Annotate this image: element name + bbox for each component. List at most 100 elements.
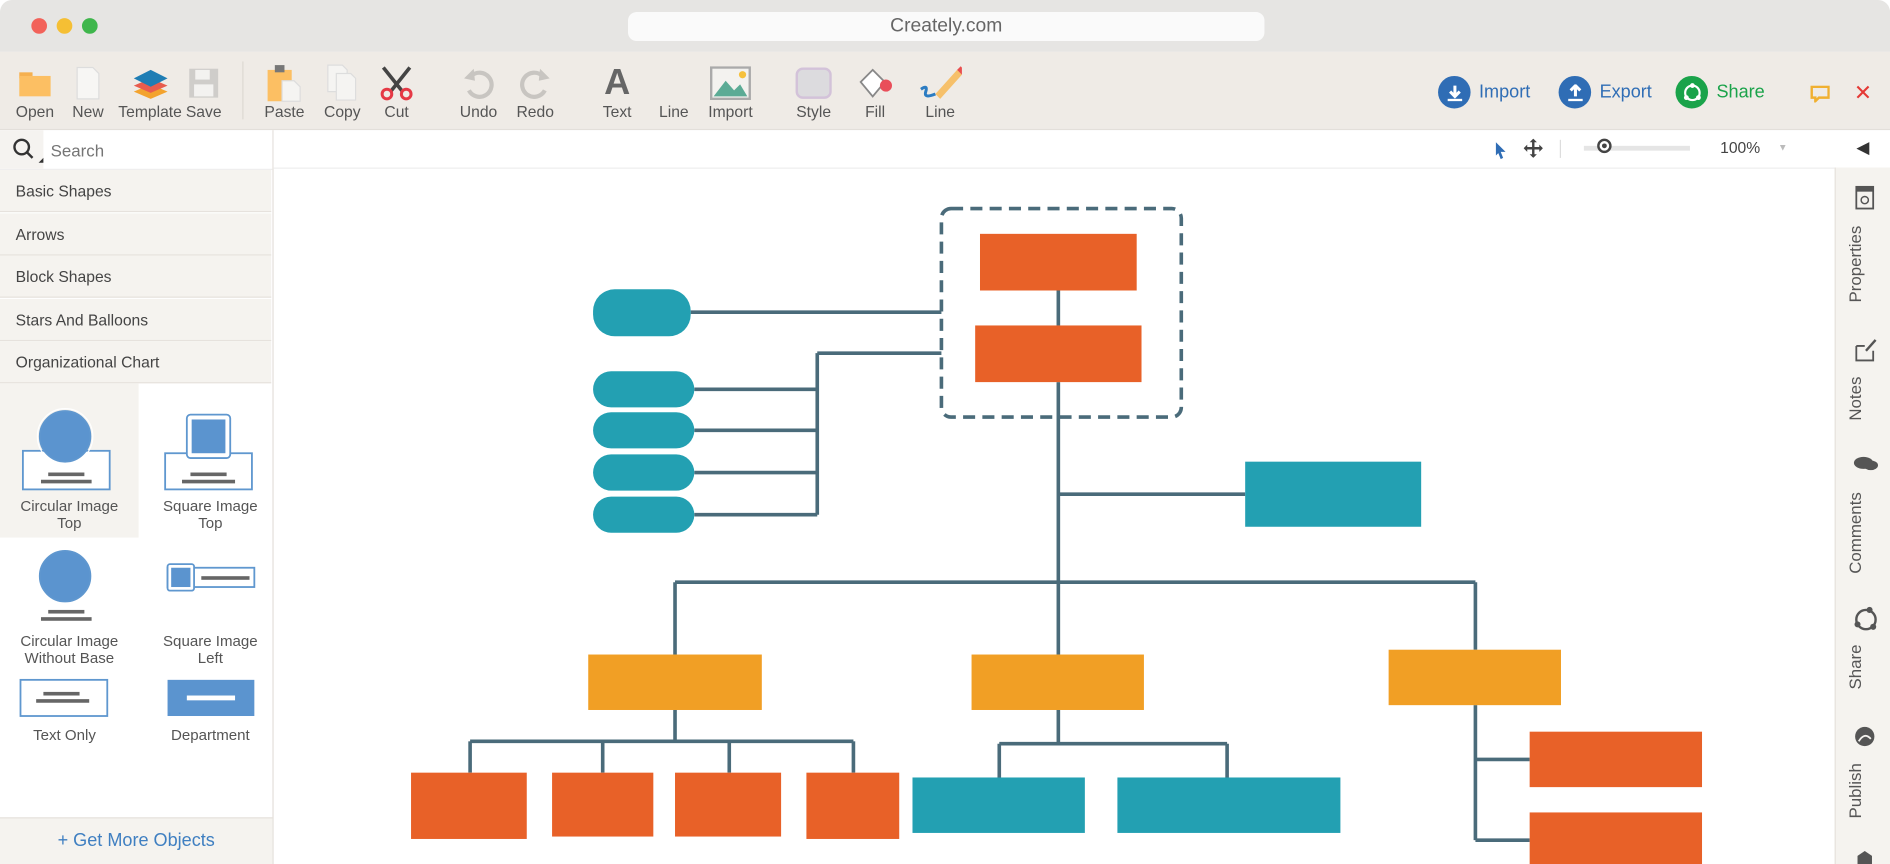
save-button[interactable]: Save [184, 64, 223, 121]
style-label: Style [796, 102, 832, 121]
template-button[interactable]: Template [117, 64, 183, 121]
properties-tab[interactable]: Properties [1845, 225, 1865, 303]
square-image-top-icon [164, 413, 253, 491]
shape-circular-image-without-base[interactable]: Circular Image Without Base [0, 540, 139, 673]
diagram-canvas[interactable] [274, 169, 1835, 864]
node-side[interactable] [1245, 461, 1422, 527]
node-pill-5[interactable] [593, 496, 695, 533]
node-leaf-8[interactable] [1529, 812, 1703, 864]
node-leaf-6[interactable] [1117, 777, 1341, 833]
node-top-2[interactable] [975, 325, 1142, 383]
category-stars-and-balloons[interactable]: Stars And Balloons [0, 298, 272, 342]
node-leaf-2[interactable] [552, 772, 654, 837]
import-label: Import [1479, 81, 1531, 103]
new-label: New [72, 102, 104, 121]
search-icon[interactable] [0, 130, 45, 169]
comments-tab[interactable]: Comments [1845, 492, 1865, 574]
line-button[interactable]: Line [655, 64, 694, 120]
node-pill-2[interactable] [593, 371, 695, 408]
close-icon[interactable]: ✕ [1853, 80, 1873, 105]
save-label: Save [185, 102, 222, 121]
node-pill-1[interactable] [593, 289, 691, 337]
fill-button[interactable]: Fill [856, 64, 895, 121]
share-sidebar-icon[interactable] [1853, 606, 1880, 639]
notes-icon[interactable] [1854, 336, 1878, 369]
chat-icon[interactable] [1810, 85, 1830, 109]
shape-department[interactable]: Department [141, 675, 280, 747]
import-button[interactable]: Import [1438, 75, 1531, 109]
shape-label: Department [170, 726, 250, 744]
maximize-window-button[interactable] [81, 18, 98, 34]
line-style-button[interactable]: Line [919, 64, 962, 121]
new-button[interactable]: New [69, 64, 108, 121]
node-pill-3[interactable] [593, 412, 695, 449]
export-button[interactable]: Export [1558, 75, 1652, 109]
node-pill-4[interactable] [593, 454, 695, 491]
category-block-shapes[interactable]: Block Shapes [0, 255, 272, 298]
redo-button[interactable]: Redo [514, 64, 557, 121]
share-tab[interactable]: Share [1845, 644, 1865, 690]
url-bar[interactable]: Creately.com [628, 12, 1265, 41]
org-chart-diagram[interactable] [274, 169, 1835, 864]
zoom-slider[interactable] [1583, 138, 1690, 154]
shape-label: Text Only [33, 726, 96, 744]
shape-label: Circular Image [20, 632, 119, 650]
open-label: Open [15, 102, 55, 121]
publish-tab[interactable]: Publish [1845, 763, 1865, 819]
notes-tab[interactable]: Notes [1845, 376, 1865, 421]
shape-label: Top [198, 514, 223, 532]
node-mid-1[interactable] [588, 654, 762, 710]
zoom-slider-handle[interactable] [1596, 138, 1612, 154]
node-leaf-1[interactable] [411, 772, 527, 839]
connectors [468, 290, 1530, 842]
node-mid-3[interactable] [1388, 649, 1561, 706]
share-button[interactable]: Share [1675, 75, 1765, 109]
shape-text-only[interactable]: Text Only [0, 675, 134, 747]
node-leaf-4[interactable] [806, 772, 900, 839]
select-pointer-icon[interactable] [1493, 141, 1507, 166]
shape-label: Circular Image [20, 497, 119, 515]
template-label: Template [118, 102, 182, 121]
shape-square-image-left[interactable]: Square Image Left [141, 540, 280, 673]
paste-label: Paste [264, 102, 305, 121]
close-window-button[interactable] [31, 18, 48, 34]
zoom-level[interactable]: 100% [1720, 138, 1761, 157]
publish-globe-icon[interactable] [1853, 724, 1877, 754]
get-more-objects-link[interactable]: + Get More Objects [0, 817, 273, 864]
undo-button[interactable]: Undo [456, 64, 502, 121]
paste-button[interactable]: Paste [263, 64, 306, 121]
shape-square-image-top[interactable]: Square Image Top [141, 383, 280, 537]
category-basic-shapes[interactable]: Basic Shapes [0, 169, 272, 213]
node-top-1[interactable] [979, 233, 1137, 291]
minimize-window-button[interactable] [56, 18, 73, 34]
category-arrows[interactable]: Arrows [0, 213, 272, 256]
cut-button[interactable]: Cut [377, 64, 416, 121]
title-bar: Creately.com [0, 0, 1890, 52]
collapse-panel-icon[interactable]: ◀ [1856, 137, 1870, 157]
help-icon[interactable] [1856, 850, 1873, 864]
cut-label: Cut [384, 102, 409, 121]
scissors-icon [377, 64, 416, 103]
share-icon [1675, 75, 1709, 109]
node-leaf-5[interactable] [912, 777, 1085, 833]
search-input[interactable] [48, 135, 271, 167]
selection-group-box[interactable] [939, 206, 1184, 419]
shape-circular-image-top[interactable]: Circular Image Top [0, 383, 139, 538]
shape-library-panel: Basic Shapes Arrows Block Shapes Stars A… [0, 130, 274, 864]
category-organizational-chart[interactable]: Organizational Chart [0, 341, 272, 384]
pan-move-icon[interactable] [1523, 138, 1543, 164]
text-only-icon [19, 678, 109, 717]
text-button[interactable]: A Text [597, 63, 638, 121]
node-leaf-7[interactable] [1529, 731, 1703, 788]
search-box [0, 130, 273, 170]
node-leaf-3[interactable] [675, 772, 782, 837]
node-mid-2[interactable] [971, 654, 1144, 710]
copy-button[interactable]: Copy [321, 64, 364, 121]
undo-icon [456, 64, 502, 103]
import-image-button[interactable]: Import [704, 64, 757, 121]
comments-icon[interactable] [1853, 454, 1880, 479]
style-button[interactable]: Style [792, 64, 835, 121]
zoom-dropdown-icon[interactable]: ▼ [1777, 142, 1788, 154]
open-button[interactable]: Open [12, 64, 58, 121]
properties-icon[interactable] [1855, 185, 1875, 216]
